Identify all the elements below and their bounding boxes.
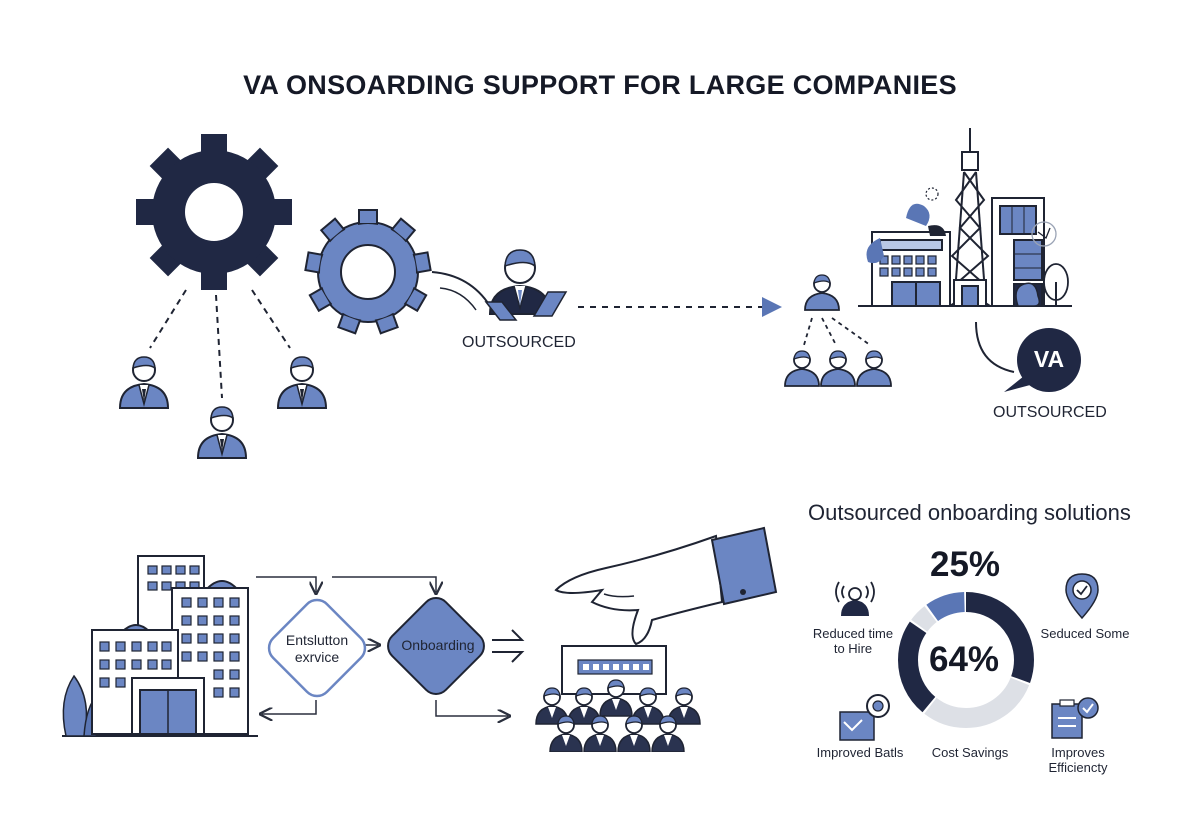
enrollment-service-node bbox=[267, 598, 367, 698]
donut-segment bbox=[898, 592, 1034, 728]
benefit-label: Seduced Some bbox=[1040, 626, 1130, 641]
hand-icon bbox=[554, 526, 778, 646]
office-buildings-icon bbox=[62, 555, 258, 737]
va-badge-text: VA bbox=[1033, 346, 1065, 372]
va-speech-bubble bbox=[1004, 328, 1081, 392]
benefit-label: Improves Efficiencty bbox=[1048, 745, 1108, 775]
manager-icon bbox=[804, 274, 840, 311]
enrollment-service-label: Entslutton exrvice bbox=[285, 632, 349, 665]
benefit-label: Reduced time to Hire bbox=[812, 626, 894, 656]
employee-icon bbox=[119, 356, 169, 409]
company-buildings-icon bbox=[858, 128, 1072, 307]
employee-icon bbox=[277, 356, 327, 409]
donut-segment bbox=[898, 592, 1034, 728]
top-percent: 25% bbox=[930, 545, 1001, 584]
team-crowd-icon bbox=[528, 645, 714, 756]
employee-icon bbox=[197, 406, 247, 459]
virtual-assistant-icon bbox=[484, 249, 568, 321]
team-member-icon bbox=[856, 350, 892, 387]
outsourced-label: OUTSOURCED bbox=[993, 404, 1107, 421]
onboarding-node bbox=[387, 597, 485, 695]
location-pin-icon bbox=[1065, 573, 1099, 620]
team-member-icon bbox=[820, 350, 856, 387]
gear-to-va-connector bbox=[431, 271, 491, 307]
checklist-icon bbox=[1051, 697, 1099, 739]
solutions-title: Outsourced onboarding solutions bbox=[808, 500, 1131, 525]
double-arrow-icon bbox=[492, 629, 525, 663]
team-member-icon bbox=[784, 350, 820, 387]
outsourced-label: OUTSOURCED bbox=[462, 334, 576, 351]
center-percent: 64% bbox=[929, 640, 1000, 679]
manager-to-team-lines bbox=[803, 317, 871, 346]
chart-badge-icon bbox=[839, 694, 890, 741]
large-gear-icon bbox=[136, 134, 292, 290]
gear-to-staff-lines bbox=[149, 289, 291, 399]
small-gear-icon bbox=[304, 209, 432, 335]
page-title: VA ONSOARDING SUPPORT FOR LARGE COMPANIE… bbox=[243, 70, 957, 100]
flow-connectors bbox=[256, 576, 508, 716]
onboarding-label: Onboarding bbox=[401, 637, 475, 653]
person-alert-icon bbox=[835, 581, 875, 616]
benefit-label: Improved Batls bbox=[816, 745, 904, 760]
benefit-label: Cost Savings bbox=[931, 745, 1009, 760]
donut-segment bbox=[898, 592, 1034, 728]
savings-donut-chart bbox=[898, 592, 1034, 728]
va-callout-line bbox=[975, 321, 1015, 373]
